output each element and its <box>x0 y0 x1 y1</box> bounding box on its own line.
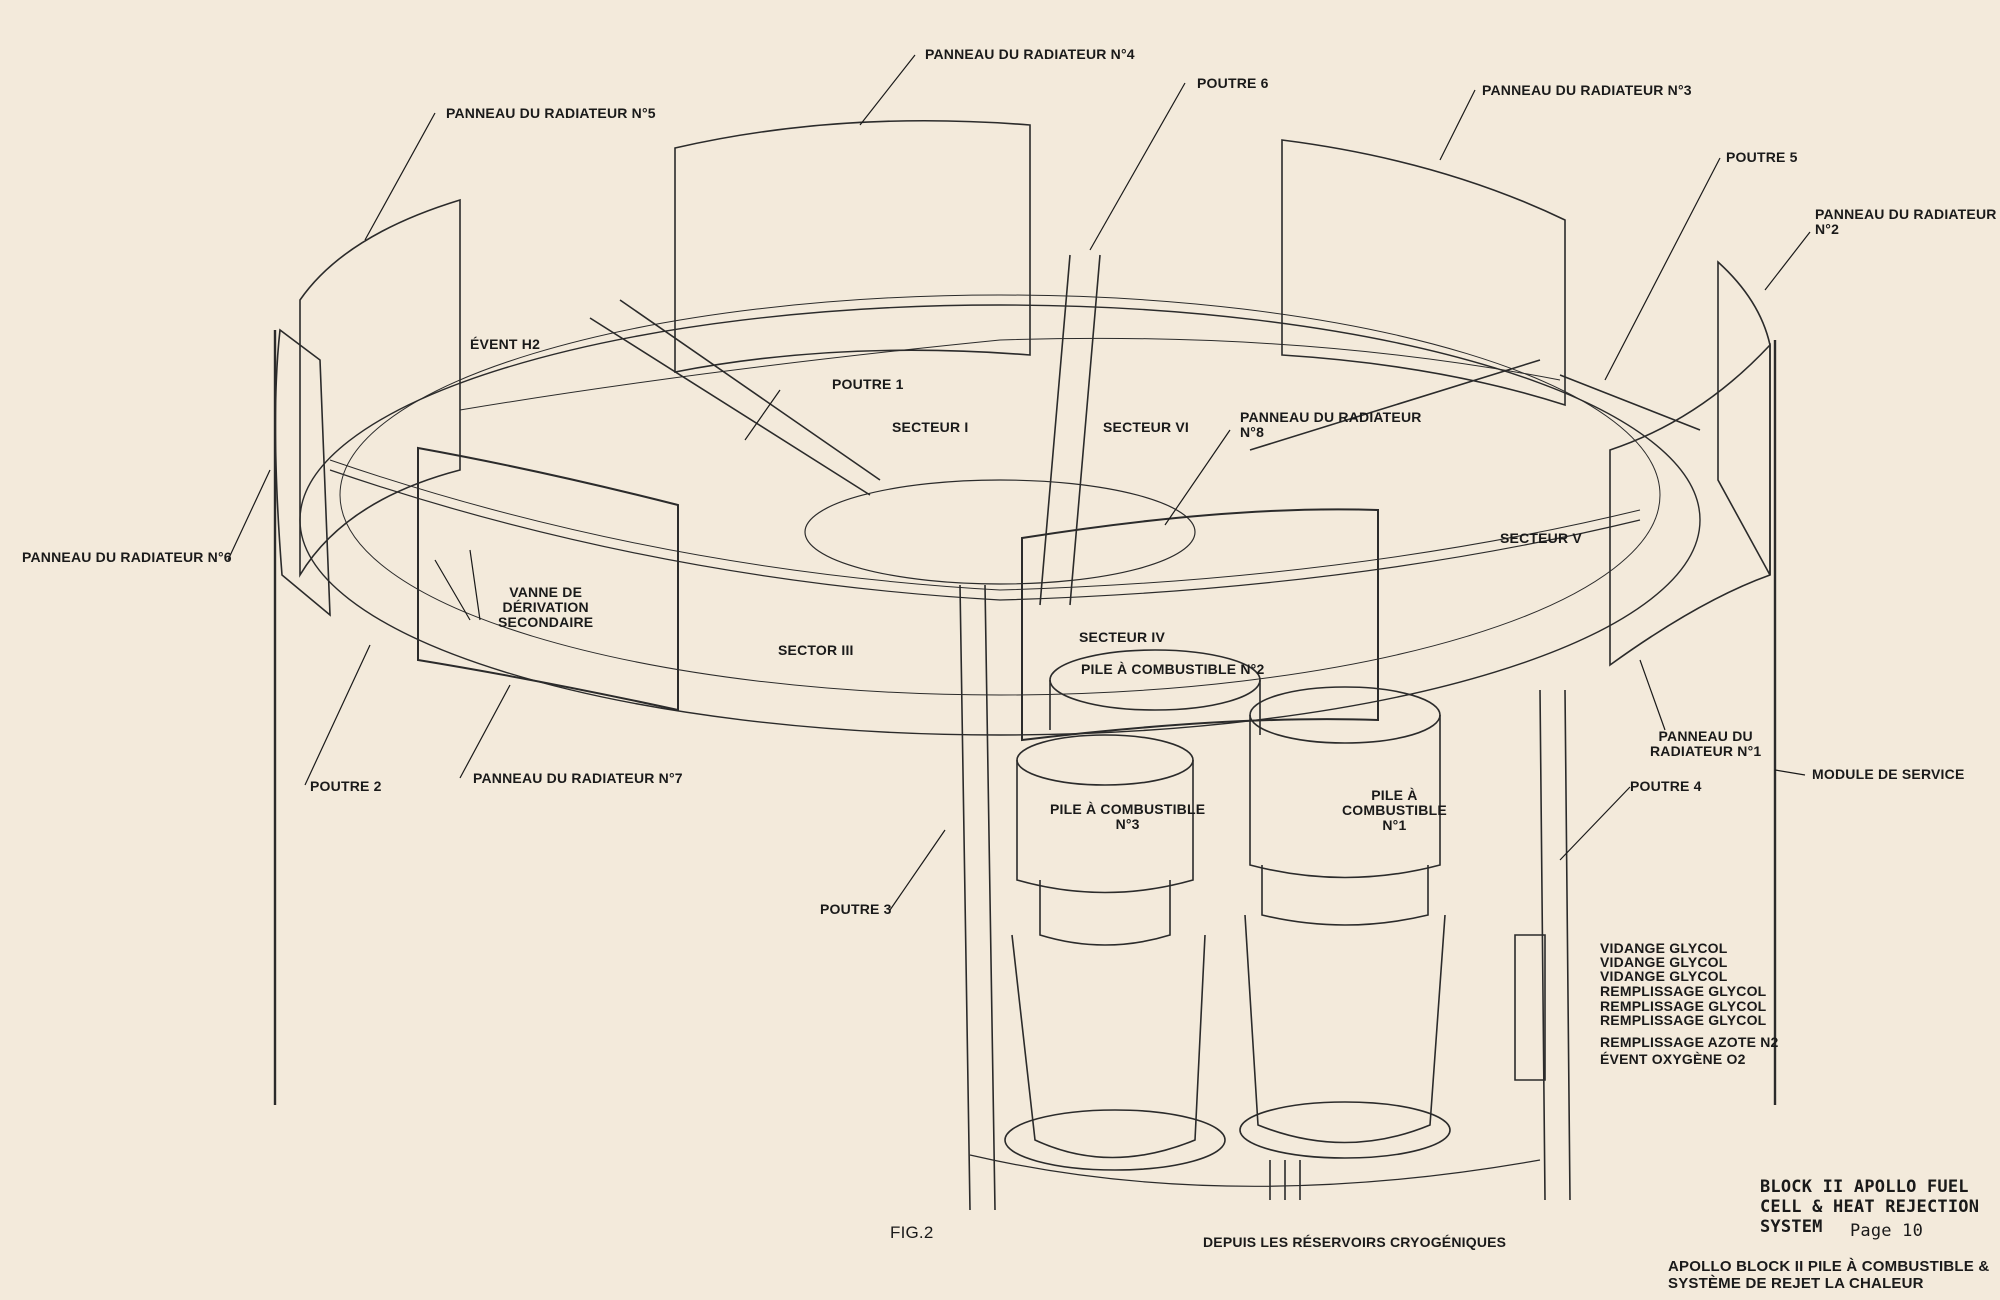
stamp-page: Page 10 <box>1850 1221 1924 1241</box>
fuel-cell-3-neck <box>1039 880 1171 946</box>
leader-poutre6 <box>1089 82 1186 251</box>
fuel-cell-3-top <box>1016 734 1194 786</box>
caption-line-2: SYSTÈME DE REJET LA CHALEUR <box>1668 1275 1924 1292</box>
fuel-cell-3-foot <box>1004 1109 1226 1171</box>
label-secteur-6: SECTEUR VI <box>1103 419 1190 435</box>
radiator-panel-4 <box>674 119 1031 373</box>
radiator-panel-5 <box>299 198 461 578</box>
label-secteur-4: SECTEUR IV <box>1079 629 1166 645</box>
label-radiator-panel-4: PANNEAU DU RADIATEUR N°4 <box>925 46 1135 62</box>
caption-line-1: APOLLO BLOCK II PILE À COMBUSTIBLE & <box>1668 1258 1990 1275</box>
label-fuel-cell-3: PILE À COMBUSTIBLE N°3 <box>1050 801 1206 832</box>
coolant-loop-front <box>329 469 1641 601</box>
leader-panel5 <box>364 112 436 241</box>
leader-poutre1 <box>744 389 781 441</box>
leader-poutre2 <box>304 644 371 786</box>
stamp-line-1: BLOCK II APOLLO FUEL <box>1760 1177 1969 1197</box>
service-port-panel <box>1514 934 1546 1081</box>
label-radiator-panel-6: PANNEAU DU RADIATEUR N°6 <box>22 549 232 565</box>
radiator-ring-inner <box>339 294 1661 696</box>
label-poutre-1: POUTRE 1 <box>832 376 904 392</box>
label-event-h2: ÉVENT H2 <box>470 336 541 352</box>
label-service-module: MODULE DE SERVICE <box>1812 766 1965 782</box>
poutre-3-beam <box>959 584 996 1211</box>
radiator-panel-3 <box>1281 139 1566 407</box>
label-secteur-5: SECTEUR V <box>1500 530 1582 546</box>
leader-poutre3 <box>889 829 946 911</box>
label-radiator-panel-8: PANNEAU DU RADIATEUR N°8 <box>1240 409 1422 440</box>
fuel-cell-3-body <box>1016 760 1194 894</box>
service-port-label: REMPLISSAGE GLYCOL <box>1600 1012 1767 1028</box>
label-poutre-6: POUTRE 6 <box>1197 75 1269 91</box>
label-poutre-5: POUTRE 5 <box>1726 149 1798 165</box>
fuel-cell-2-side <box>1049 680 1261 735</box>
leader-panel3 <box>1439 89 1476 161</box>
service-port-label: VIDANGE GLYCOL <box>1600 968 1728 984</box>
leader-panel7 <box>459 684 511 779</box>
label-fuel-cell-1: PILE À COMBUSTIBLE N°1 <box>1342 787 1447 833</box>
poutre-1-beam <box>589 299 881 496</box>
fuel-cell-3-base <box>1011 934 1206 1159</box>
label-secteur-1: SECTEUR I <box>892 419 969 435</box>
coolant-loop-front-2 <box>329 459 1641 591</box>
fuel-cell-2-top <box>1049 649 1261 711</box>
fuel-cell-1-foot <box>1239 1101 1451 1159</box>
label-poutre-2: POUTRE 2 <box>310 778 382 794</box>
label-sector-3: SECTOR III <box>778 642 854 658</box>
service-port-label: REMPLISSAGE GLYCOL <box>1600 983 1767 999</box>
label-radiator-panel-1: PANNEAU DU RADIATEUR N°1 <box>1650 728 1762 759</box>
label-radiator-panel-3: PANNEAU DU RADIATEUR N°3 <box>1482 82 1692 98</box>
radiator-panel-7 <box>417 446 679 712</box>
leader-poutre5 <box>1604 157 1721 381</box>
label-vanne-derivation: VANNE DE DÉRIVATION SECONDAIRE <box>498 584 594 630</box>
leader-panel1 <box>1639 659 1666 731</box>
service-port-label: REMPLISSAGE GLYCOL <box>1600 998 1767 1014</box>
floor-arc <box>969 1154 1541 1187</box>
leader-panel8 <box>1164 429 1231 526</box>
fuel-cell-1-top <box>1249 686 1441 744</box>
figure-number: FIG.2 <box>890 1223 934 1242</box>
radiator-panel-8 <box>1021 508 1379 742</box>
poutre-5-beam <box>1249 359 1701 451</box>
leader-vanne <box>434 549 481 621</box>
label-fuel-cell-2: PILE À COMBUSTIBLE N°2 <box>1081 661 1265 677</box>
leader-panel2 <box>1764 231 1811 291</box>
cryogenic-feed-lines <box>1269 1160 1301 1200</box>
fuel-cell-1-neck <box>1261 865 1429 926</box>
fuel-cell-1-base <box>1244 914 1446 1144</box>
label-radiator-panel-2: PANNEAU DU RADIATEUR N°2 <box>1815 206 1997 237</box>
service-port-label: VIDANGE GLYCOL <box>1600 940 1728 956</box>
poutre-6-beam <box>1039 254 1101 606</box>
label-radiator-panel-5: PANNEAU DU RADIATEUR N°5 <box>446 105 656 121</box>
leader-panel6 <box>227 469 271 561</box>
fuel-cell-1-body <box>1249 715 1441 879</box>
label-poutre-4: POUTRE 4 <box>1630 778 1702 794</box>
leader-poutre4 <box>1559 786 1631 861</box>
radiator-panel-1 <box>1609 342 1771 667</box>
service-port-label: REMPLISSAGE AZOTE N2 <box>1600 1034 1779 1050</box>
leader-module <box>1774 769 1806 776</box>
label-poutre-3: POUTRE 3 <box>820 901 892 917</box>
stamp-line-2: CELL & HEAT REJECTION <box>1760 1197 1980 1217</box>
leader-panel4 <box>859 54 916 126</box>
coolant-loop-back <box>459 337 1561 411</box>
radiator-ring-outer <box>299 304 1701 736</box>
label-cryogenic-source: DEPUIS LES RÉSERVOIRS CRYOGÉNIQUES <box>1203 1234 1507 1250</box>
service-port-label: VIDANGE GLYCOL <box>1600 954 1728 970</box>
poutre-4-beam <box>1539 689 1571 1201</box>
radiator-panel-2 <box>1717 260 1771 576</box>
service-port-label: ÉVENT OXYGÈNE O2 <box>1600 1051 1746 1067</box>
radiator-panel-6 <box>274 328 331 617</box>
stamp-line-3: SYSTEM <box>1760 1217 1823 1237</box>
central-hub <box>804 479 1196 585</box>
label-radiator-panel-7: PANNEAU DU RADIATEUR N°7 <box>473 770 683 786</box>
